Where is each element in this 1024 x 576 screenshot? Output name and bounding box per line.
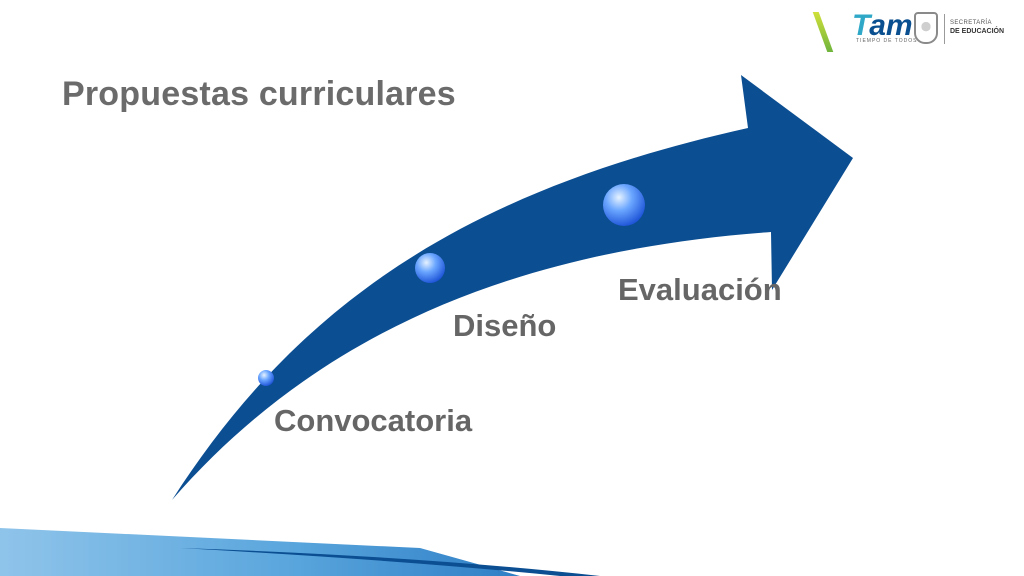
stage-dot-diseno [415, 253, 445, 283]
logo-slash-icon [812, 12, 834, 52]
page-title: Propuestas curriculares [62, 75, 456, 113]
progress-arrow [172, 75, 853, 500]
educacion-label: DE EDUCACIÓN [950, 28, 1005, 35]
bottom-band-dark [180, 548, 600, 576]
institution-logo: Tam TIEMPO DE TODOS SECRETARÍA DE EDUCAC… [812, 8, 1016, 52]
logo-tagline: TIEMPO DE TODOS [856, 38, 918, 44]
stage-label-evaluacion: Evaluación [618, 272, 782, 307]
stage-label-convocatoria: Convocatoria [274, 403, 473, 438]
logo-divider [944, 14, 945, 44]
stage-dot-convocatoria [258, 370, 274, 386]
stage-dot-evaluacion [603, 184, 645, 226]
state-seal-icon [914, 12, 938, 44]
secretaria-label: SECRETARÍA [950, 20, 992, 26]
tam-logo-text: Tam [852, 9, 913, 42]
stage-label-diseno: Diseño [453, 308, 557, 343]
